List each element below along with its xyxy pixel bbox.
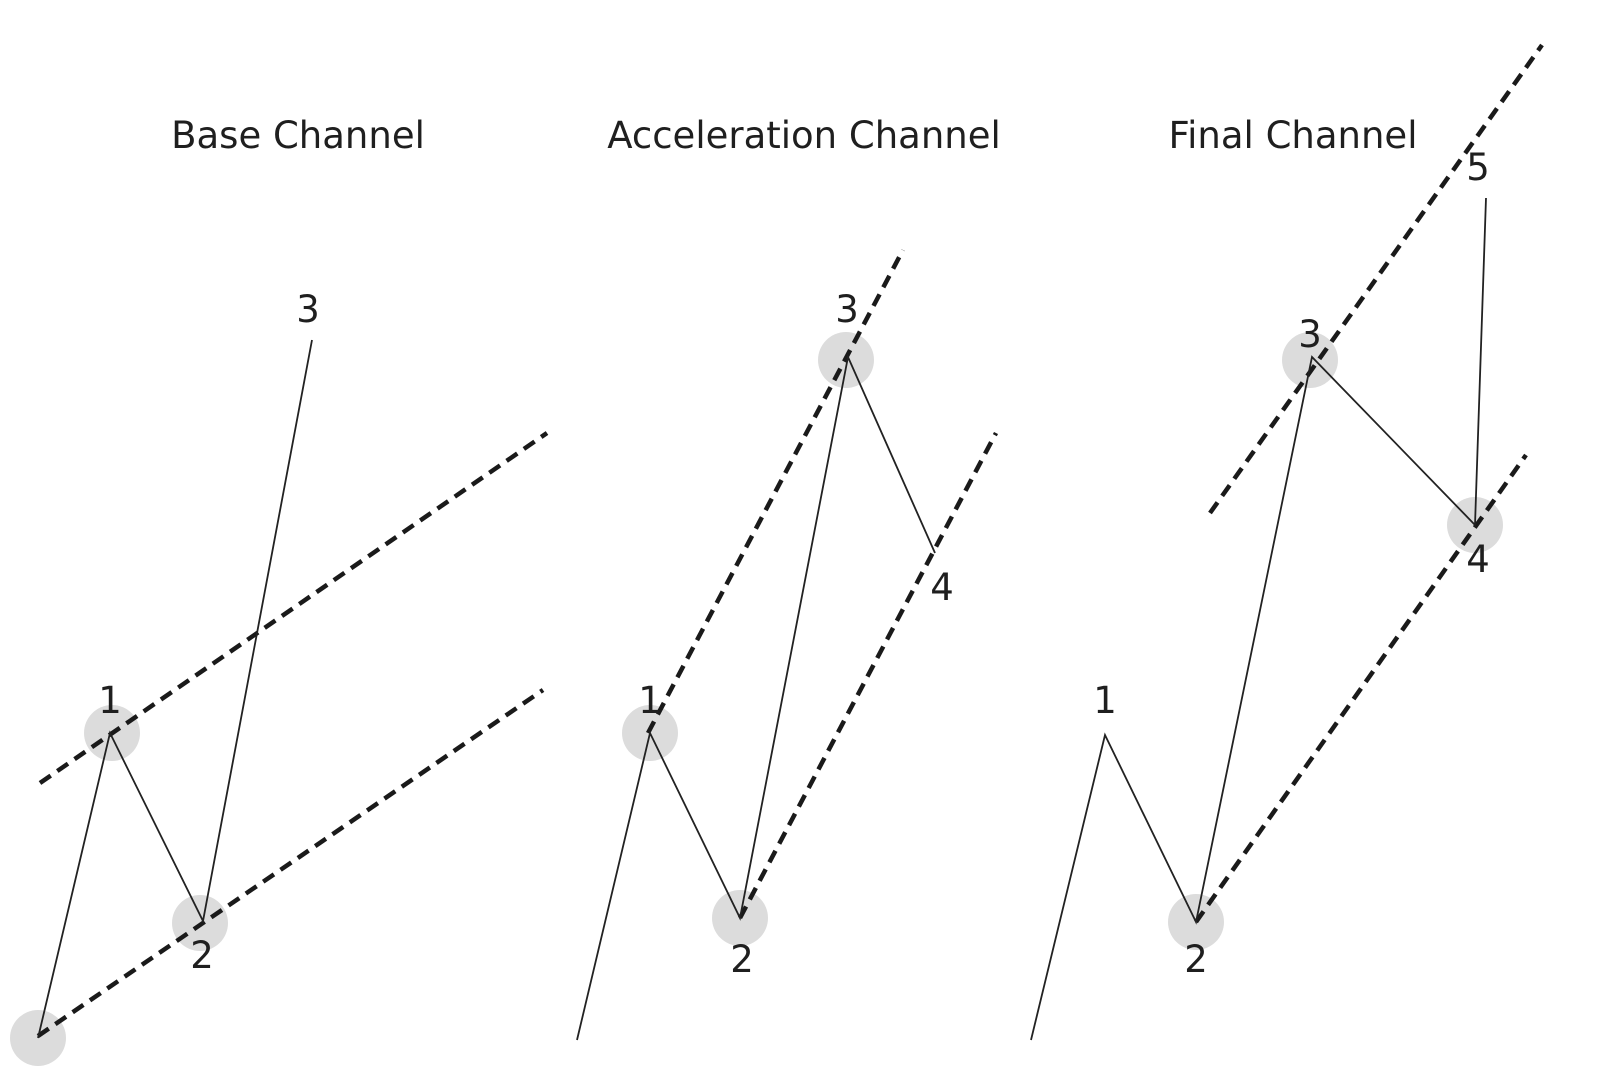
wave-label-1: 1	[1093, 679, 1117, 722]
wave-path	[37, 339, 313, 1039]
wave-label-1: 1	[638, 679, 662, 722]
wave-label-3: 3	[835, 288, 859, 331]
channel-upper-line	[1208, 43, 1544, 515]
wave-label-2: 2	[190, 934, 214, 977]
wave-path	[1030, 197, 1487, 1041]
panel-acceleration-channel: Acceleration Channel 1 2 3 4	[576, 114, 1001, 1041]
wave-path	[576, 354, 936, 1041]
wave-label-3: 3	[1298, 313, 1322, 356]
wave-label-3: 3	[296, 288, 320, 331]
pivot-circle-3	[1282, 332, 1338, 388]
channel-lower-line	[738, 431, 998, 920]
channel-lower-line	[1194, 453, 1528, 924]
panel-title-acceleration-channel: Acceleration Channel	[607, 114, 1001, 157]
panel-final-channel: Final Channel 1 2 3 4 5	[1030, 43, 1544, 1041]
wave-label-5: 5	[1466, 146, 1490, 189]
panel-title-base-channel: Base Channel	[171, 114, 425, 157]
panel-title-final-channel: Final Channel	[1169, 114, 1418, 157]
wave-label-4: 4	[1466, 538, 1490, 581]
channel-lower-line	[36, 688, 545, 1038]
wave-label-2: 2	[1184, 938, 1208, 981]
channel-upper-line	[38, 431, 549, 785]
panel-base-channel: Base Channel 1 2 3	[10, 114, 549, 1066]
wave-label-1: 1	[98, 679, 122, 722]
channel-upper-line	[646, 248, 905, 735]
wave-label-4: 4	[930, 566, 954, 609]
wave-label-2: 2	[730, 938, 754, 981]
